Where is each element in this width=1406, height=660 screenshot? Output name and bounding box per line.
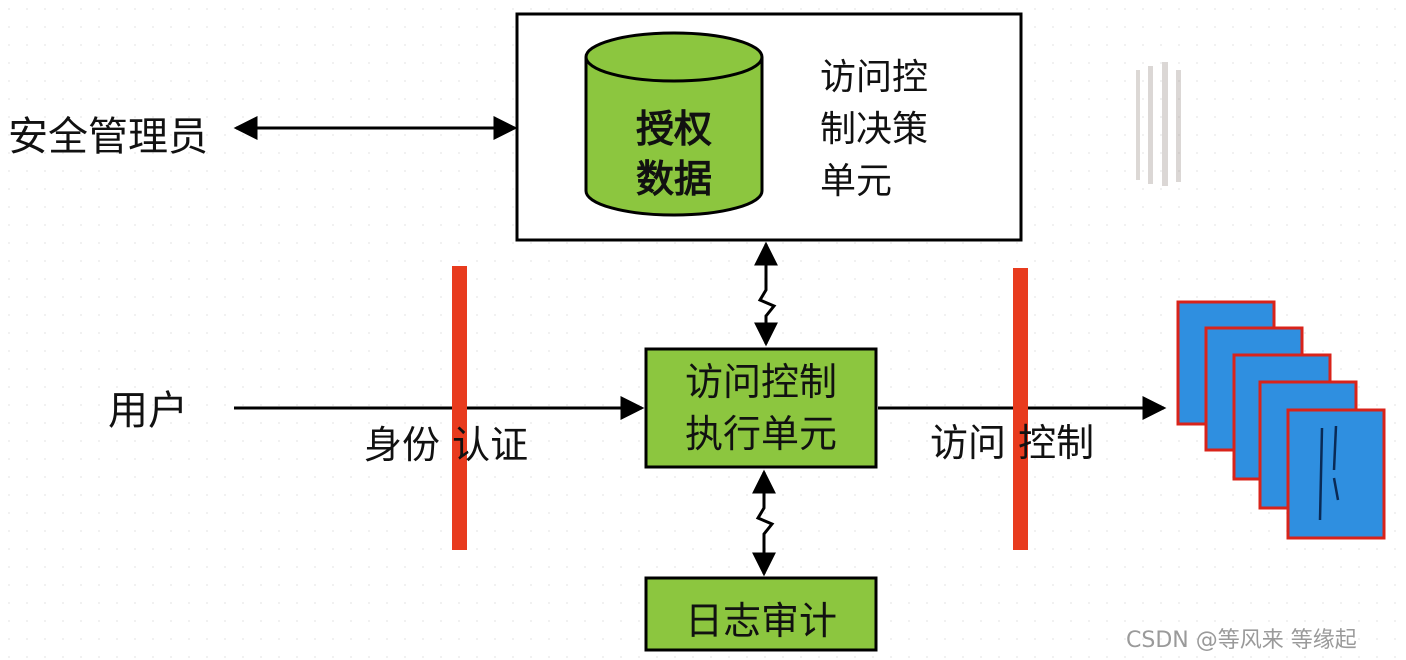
security-admin-label: 安全管理员: [8, 114, 208, 160]
decision-unit-label: 访问控 制决策 单元: [820, 52, 928, 208]
identity-auth-label: 身份 认证: [364, 423, 529, 467]
enforcement-audit-link: [752, 469, 776, 577]
decision-unit-line: 访问控: [820, 57, 929, 98]
resource-stack: [1176, 300, 1386, 540]
enforcement-unit-line: 访问控制: [684, 360, 837, 404]
user-label: 用户: [108, 388, 188, 434]
audit-log-label: 日志审计: [684, 599, 837, 643]
audit-log-box: [644, 576, 878, 652]
enforcement-unit-line: 执行单元: [684, 412, 837, 456]
decision-enforcement-link: [754, 241, 778, 347]
access-barrier: [1013, 268, 1028, 550]
decision-unit-line: 制决策: [820, 109, 929, 150]
image-smudge: [1136, 62, 1181, 186]
auth-data-line: 授权: [635, 107, 712, 151]
enforcement-unit-label: 访问控制 执行单元: [646, 356, 876, 460]
identity-barrier: [452, 266, 467, 550]
decision-unit-line: 单元: [820, 161, 893, 202]
access-control-label: 访问 控制: [930, 421, 1095, 465]
auth-data-cylinder: [584, 31, 764, 217]
auth-data-label: 授权 数据: [618, 104, 730, 204]
auth-data-line: 数据: [635, 157, 712, 201]
document-glyph: [1318, 425, 1340, 521]
watermark: CSDN @等风来 等缘起: [1126, 628, 1357, 653]
enforcement-unit-box: [644, 347, 878, 469]
